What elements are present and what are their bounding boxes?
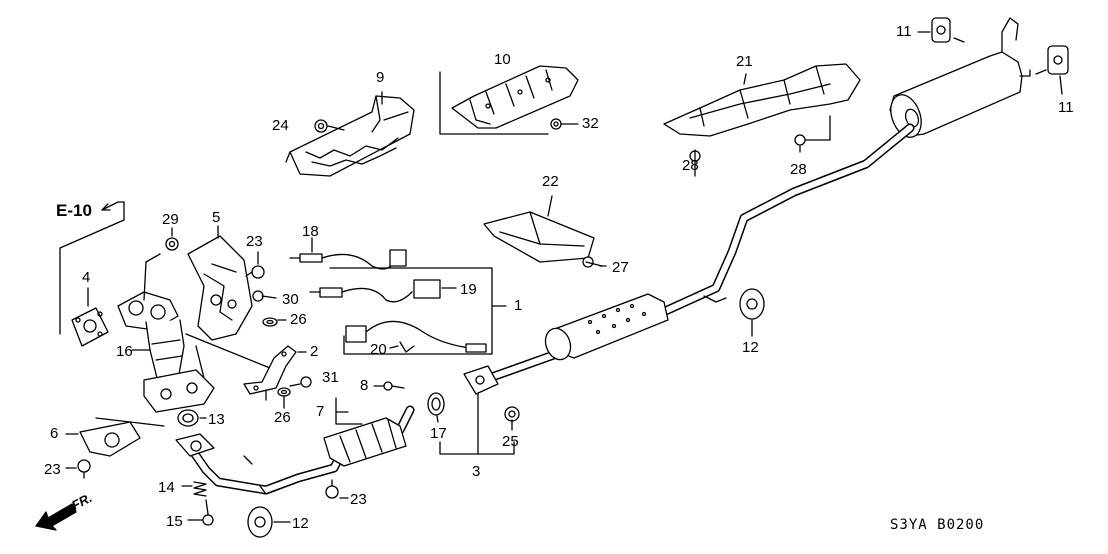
callout-19: 19 bbox=[460, 281, 477, 298]
oxygen-sensor-18 bbox=[289, 249, 407, 270]
front-pipe-7 bbox=[175, 405, 415, 495]
diagram-code: S3YA B0200 bbox=[890, 517, 985, 533]
nut-24 bbox=[314, 119, 328, 133]
rubber-mount-12b bbox=[247, 506, 273, 538]
bolt-23c bbox=[325, 479, 339, 499]
callout-29: 29 bbox=[162, 211, 179, 228]
bracket-1 bbox=[329, 267, 493, 355]
callout-28a: 28 bbox=[682, 157, 699, 174]
silencer bbox=[544, 293, 669, 361]
bolt-15 bbox=[202, 499, 214, 526]
oxygen-sensor-19 bbox=[309, 279, 441, 303]
callout-2: 2 bbox=[310, 343, 319, 360]
callout-6: 6 bbox=[50, 425, 59, 442]
callout-26b: 26 bbox=[274, 409, 291, 426]
callout-32: 32 bbox=[582, 115, 599, 132]
bolt-28b bbox=[794, 134, 806, 153]
bracket-2 bbox=[243, 345, 297, 395]
bolt-31 bbox=[289, 376, 312, 388]
callout-5: 5 bbox=[212, 209, 221, 226]
bolt-8 bbox=[383, 381, 405, 391]
callout-30: 30 bbox=[282, 291, 299, 308]
callout-23b: 23 bbox=[44, 461, 61, 478]
washer-26a bbox=[262, 317, 278, 327]
heat-shield-22 bbox=[483, 211, 595, 263]
ref-arrow bbox=[101, 201, 125, 211]
gasket-17 bbox=[427, 392, 445, 416]
callout-3: 3 bbox=[472, 463, 481, 480]
callout-21: 21 bbox=[736, 53, 753, 70]
bolt-28a bbox=[689, 149, 701, 177]
spring-14 bbox=[193, 481, 207, 497]
callout-12a: 12 bbox=[742, 339, 759, 356]
bracket-7 bbox=[335, 397, 363, 425]
callout-16: 16 bbox=[116, 343, 133, 360]
rubber-mount-12a bbox=[739, 288, 765, 320]
callout-7: 7 bbox=[316, 403, 325, 420]
bracket-3 bbox=[439, 441, 515, 455]
rubber-mount-11a bbox=[931, 17, 951, 43]
callout-11a: 11 bbox=[896, 23, 912, 40]
callout-9: 9 bbox=[376, 69, 385, 86]
callout-1: 1 bbox=[514, 297, 523, 314]
muffler bbox=[889, 17, 1031, 138]
callout-26a: 26 bbox=[290, 311, 307, 328]
heat-shield-21 bbox=[663, 63, 861, 137]
bracket-10 bbox=[439, 71, 549, 135]
heat-shield-5 bbox=[187, 235, 253, 341]
bolt-23a bbox=[245, 265, 265, 279]
callout-28b: 28 bbox=[790, 161, 807, 178]
nut-29 bbox=[165, 237, 179, 251]
callout-31: 31 bbox=[322, 369, 339, 386]
heat-shield-10 bbox=[451, 65, 579, 129]
gasket-4 bbox=[71, 307, 109, 347]
callout-8: 8 bbox=[360, 377, 369, 394]
callout-18: 18 bbox=[302, 223, 319, 240]
gasket-6 bbox=[79, 421, 141, 457]
callout-25: 25 bbox=[502, 433, 519, 450]
rubber-mount-11b bbox=[1047, 45, 1069, 75]
callout-4: 4 bbox=[82, 269, 91, 286]
callout-22: 22 bbox=[542, 173, 559, 190]
nut-25 bbox=[504, 406, 520, 422]
bolt-27 bbox=[582, 256, 603, 268]
front-direction-arrow bbox=[35, 503, 77, 531]
callout-24: 24 bbox=[272, 117, 289, 134]
bolt-30 bbox=[252, 290, 277, 302]
bolt-23b bbox=[77, 459, 91, 479]
callout-23c: 23 bbox=[350, 491, 367, 508]
callout-13: 13 bbox=[208, 411, 225, 428]
callout-15: 15 bbox=[166, 513, 183, 530]
callout-10: 10 bbox=[494, 51, 511, 68]
section-reference[interactable]: E-10 bbox=[56, 201, 92, 220]
nut-32 bbox=[550, 118, 562, 130]
washer-26b bbox=[277, 387, 291, 397]
callout-12b: 12 bbox=[292, 515, 309, 532]
callout-23a: 23 bbox=[246, 233, 263, 250]
heat-shield-9 bbox=[285, 91, 415, 177]
callout-14: 14 bbox=[158, 479, 175, 496]
oxygen-sensor-20 bbox=[345, 320, 487, 353]
callout-17: 17 bbox=[430, 425, 447, 442]
callout-20: 20 bbox=[370, 341, 387, 358]
callout-11b: 11 bbox=[1058, 99, 1074, 116]
callout-27: 27 bbox=[612, 259, 629, 276]
gasket-13 bbox=[177, 409, 199, 427]
